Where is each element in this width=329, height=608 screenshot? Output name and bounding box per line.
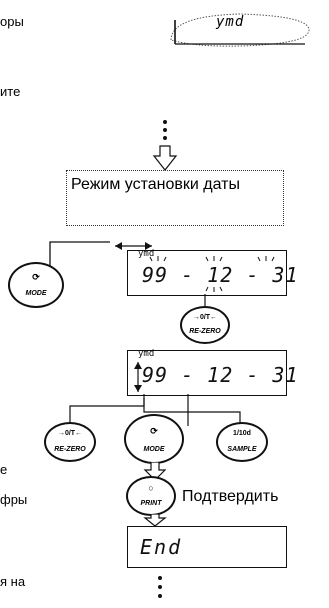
print-button-label: PRINT (140, 500, 162, 507)
date-display-1-label: ymd (138, 249, 155, 259)
rezero-icon: →0/T← (192, 314, 218, 321)
rotate-icon: ⟳ (32, 272, 40, 282)
text-fragment-bottom-1: е (0, 462, 8, 477)
date-setting-mode-box: Режим установки даты (66, 170, 284, 226)
mode-button-1-label: MODE (25, 290, 47, 297)
date-display-2-label: ymd (138, 349, 155, 359)
date-display-2: ymd 99 - 12 - 31 (127, 349, 298, 396)
flow-dots-bottom (158, 576, 162, 598)
flow-arrow-to-end (143, 514, 167, 527)
rezero-icon-2: →0/T← (57, 430, 83, 437)
text-fragment-bottom-2: фры (0, 492, 28, 507)
date-display-1-value: 99 - 12 - 31 (142, 263, 299, 287)
date-setting-mode-text: Режим установки даты (71, 176, 240, 193)
sample-icon: 1/10d (233, 430, 251, 437)
mode-button-2[interactable]: ⟳ MODE (124, 414, 184, 464)
mode-button-2-label: MODE (143, 446, 165, 453)
display2-connectors (69, 362, 241, 426)
date-display-1: ymd 99 - 12 - 31 (127, 249, 298, 296)
rezero-button-2-label: RE-ZERO (54, 446, 86, 453)
print-button[interactable]: ○ PRINT (126, 476, 176, 516)
rezero-button-2[interactable]: →0/T← RE-ZERO (44, 422, 96, 462)
text-fragment-top: оры (0, 14, 24, 29)
end-display: End (127, 526, 287, 568)
date-display-2-value: 99 - 12 - 31 (142, 363, 299, 387)
mode-button-1[interactable]: ⟳ MODE (8, 262, 64, 308)
sample-button-label: SAMPLE (227, 446, 257, 453)
rotate-icon-2: ⟳ (150, 426, 158, 436)
end-display-text: End (140, 535, 183, 559)
sample-button[interactable]: 1/10d SAMPLE (216, 422, 268, 462)
text-fragment-second: ите (0, 84, 21, 99)
top-display-text: ymd (216, 14, 245, 30)
rezero-button-1-label: RE-ZERO (189, 328, 221, 335)
blink-marks (149, 256, 275, 292)
mode-connector (49, 241, 152, 270)
flow-arrow-to-print (143, 462, 167, 481)
flow-dots-arrow-1 (152, 120, 178, 171)
rezero-button-1[interactable]: →0/T← RE-ZERO (180, 306, 230, 344)
top-display-outline (170, 13, 310, 47)
print-icon: ○ (148, 483, 154, 493)
text-fragment-bottom-3: я на (0, 574, 26, 589)
confirm-label: Подтвердить (182, 488, 279, 505)
